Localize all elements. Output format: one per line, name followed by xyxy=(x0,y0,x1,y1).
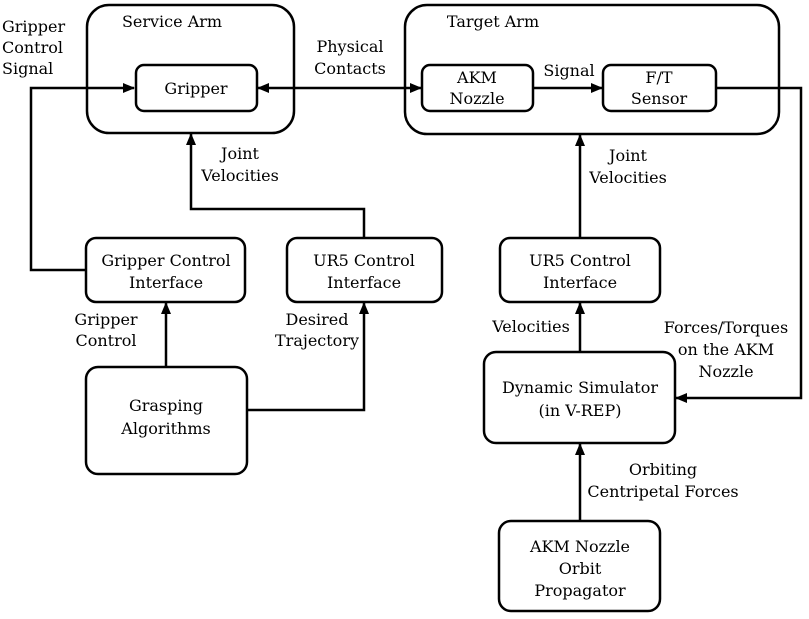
grasping-algorithms-block: Grasping Algorithms xyxy=(84,365,249,476)
gripper-control-interface-line-2: Interface xyxy=(129,273,203,292)
gripper-control-interface-block: Gripper Control Interface xyxy=(84,236,247,304)
right-ur5-control-interface-line-2: Interface xyxy=(543,273,617,292)
dynamic-simulator-line-2: (in V-REP) xyxy=(539,401,622,420)
left-ur5-control-interface-block: UR5 Control Interface xyxy=(285,236,444,304)
desired-trajectory-label: Desired Trajectory xyxy=(275,310,359,350)
svg-text:Gripper: Gripper xyxy=(74,310,138,329)
svg-text:Desired: Desired xyxy=(286,310,349,329)
left-ur5-control-interface-line-1: UR5 Control xyxy=(313,251,415,270)
desired-trajectory-arrow xyxy=(247,302,369,412)
svg-text:Velocities: Velocities xyxy=(588,168,667,187)
physical-contacts-label: Physical Contacts xyxy=(314,37,386,78)
target-arm-title: Target Arm xyxy=(447,12,539,31)
svg-text:Joint: Joint xyxy=(607,146,647,165)
akm-nozzle-orbit-propagator-block: AKM Nozzle Orbit Propagator xyxy=(497,519,662,613)
svg-text:Contacts: Contacts xyxy=(314,59,386,78)
svg-text:on the AKM: on the AKM xyxy=(678,340,774,359)
grasping-algorithms-line-2: Algorithms xyxy=(120,419,210,438)
svg-text:Velocities: Velocities xyxy=(491,317,570,336)
signal-label: Signal xyxy=(543,61,594,80)
svg-text:Forces/Torques: Forces/Torques xyxy=(664,318,788,337)
right-joint-velocities-label: Joint Velocities xyxy=(588,146,667,187)
gripper-control-label: Gripper Control xyxy=(74,310,138,350)
gripper-control-interface-line-1: Gripper Control xyxy=(101,251,230,270)
left-joint-velocities-arrow xyxy=(186,133,366,238)
svg-text:Signal: Signal xyxy=(2,59,53,78)
svg-text:Orbiting: Orbiting xyxy=(629,460,697,479)
svg-text:Trajectory: Trajectory xyxy=(275,331,359,350)
ft-sensor-label-line-2: Sensor xyxy=(631,89,688,108)
grasping-algorithms-line-1: Grasping xyxy=(129,396,203,415)
right-ur5-control-interface-line-1: UR5 Control xyxy=(529,251,631,270)
dynamic-simulator-line-1: Dynamic Simulator xyxy=(502,378,658,397)
orbit-propagator-line-2: Orbit xyxy=(559,559,602,578)
akm-nozzle-block: AKM Nozzle xyxy=(420,63,535,113)
forces-torques-arrow xyxy=(675,86,803,403)
svg-text:Velocities: Velocities xyxy=(200,166,279,185)
svg-text:Control: Control xyxy=(2,38,63,57)
svg-text:Signal: Signal xyxy=(543,61,594,80)
gripper-label: Gripper xyxy=(164,79,228,98)
ft-sensor-block: F/T Sensor xyxy=(601,63,718,113)
orbit-propagator-line-1: AKM Nozzle xyxy=(529,537,630,556)
svg-text:Nozzle: Nozzle xyxy=(698,362,753,381)
svg-text:Physical: Physical xyxy=(316,37,383,56)
right-ur5-control-interface-block: UR5 Control Interface xyxy=(498,236,662,304)
akm-nozzle-label-line-2: Nozzle xyxy=(449,89,504,108)
left-ur5-control-interface-line-2: Interface xyxy=(327,273,401,292)
orbiting-forces-label: Orbiting Centripetal Forces xyxy=(587,460,738,501)
akm-nozzle-label-line-1: AKM xyxy=(456,68,497,87)
svg-text:Gripper: Gripper xyxy=(2,17,66,36)
svg-text:Joint: Joint xyxy=(219,144,259,163)
orbit-propagator-line-3: Propagator xyxy=(534,581,626,600)
gripper-block: Gripper xyxy=(134,63,259,113)
velocities-label: Velocities xyxy=(491,317,570,336)
svg-text:Centripetal Forces: Centripetal Forces xyxy=(587,482,738,501)
left-joint-velocities-label: Joint Velocities xyxy=(200,144,279,185)
forces-torques-label: Forces/Torques on the AKM Nozzle xyxy=(664,318,788,381)
dynamic-simulator-block: Dynamic Simulator (in V-REP) xyxy=(482,350,677,445)
service-arm-title: Service Arm xyxy=(122,12,222,31)
gripper-control-signal-label: Gripper Control Signal xyxy=(2,17,66,78)
svg-text:Control: Control xyxy=(75,331,136,350)
ft-sensor-label-line-1: F/T xyxy=(645,68,672,87)
gripper-control-signal-arrow xyxy=(29,83,135,272)
